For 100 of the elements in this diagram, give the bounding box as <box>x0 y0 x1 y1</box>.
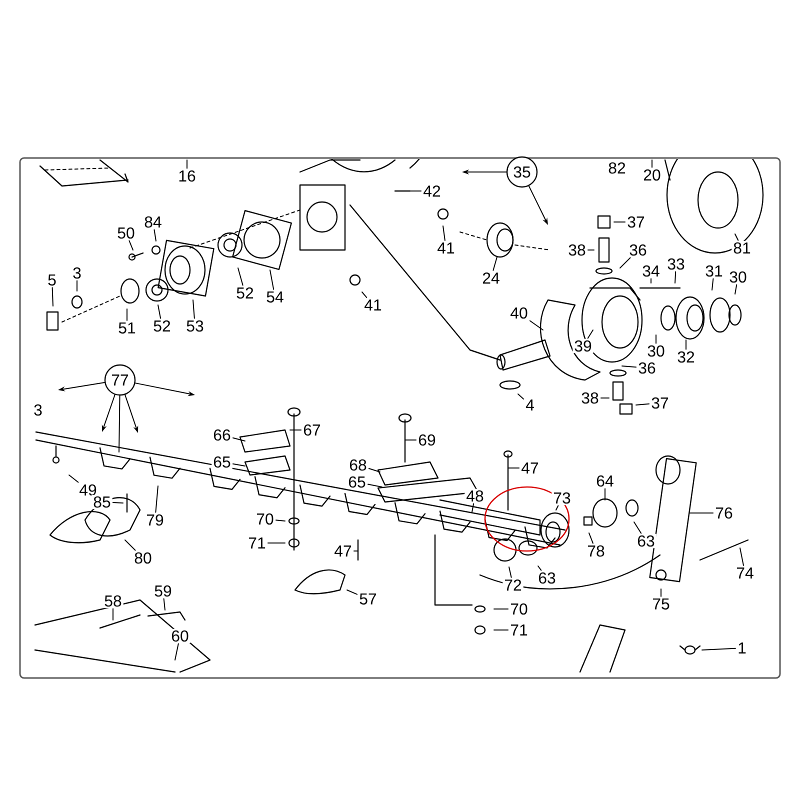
leader-line <box>346 590 358 595</box>
callout-number: 81 <box>732 240 752 256</box>
callout-number: 32 <box>676 350 696 364</box>
callout-number: 41 <box>362 298 384 312</box>
leader-line <box>620 257 631 268</box>
leader-line <box>186 160 188 169</box>
callout-number: 53 <box>184 318 206 334</box>
callout-number: 70 <box>254 512 276 526</box>
callout-number: 41 <box>436 241 456 255</box>
callout-number: 59 <box>152 584 174 598</box>
callout-number: 51 <box>116 320 138 336</box>
leader-line <box>128 240 134 250</box>
leader-line <box>124 540 136 551</box>
leader-line <box>163 598 166 610</box>
callout-number: 70 <box>508 602 530 616</box>
callout-number: 72 <box>502 578 524 592</box>
callout-number: 52 <box>152 318 172 334</box>
leader-line <box>587 330 594 339</box>
leader-line <box>529 320 544 330</box>
leader-line <box>734 234 739 241</box>
callout-number: 74 <box>734 566 756 580</box>
callout-number: 1 <box>736 641 748 655</box>
callout-number: 85 <box>92 494 112 510</box>
callout-number: 64 <box>594 474 616 488</box>
leader-line <box>52 287 54 306</box>
callout-number: 78 <box>586 544 606 558</box>
leader-line <box>702 648 736 650</box>
callout-number: 76 <box>714 506 734 520</box>
leader-line <box>690 512 714 514</box>
callout-number: 37 <box>626 214 646 230</box>
callout-number: 38 <box>580 390 600 406</box>
callout-number: 3 <box>32 402 44 418</box>
callout-number: 52 <box>234 286 256 300</box>
leader-line <box>622 366 637 368</box>
callout-number: 40 <box>508 306 530 320</box>
leader-line <box>674 271 676 284</box>
callout-number: 79 <box>144 512 166 528</box>
callout-number: 30 <box>728 270 748 284</box>
leader-line <box>238 268 244 286</box>
leader-line <box>158 304 162 319</box>
callout-number: 5 <box>46 272 58 288</box>
leader-line <box>410 190 422 192</box>
callout-number: 58 <box>102 594 124 608</box>
callout-number: 63 <box>636 534 656 548</box>
leader-line <box>556 505 559 510</box>
leader-line <box>494 608 509 610</box>
leader-line <box>362 292 368 298</box>
callout-number: 84 <box>142 214 164 230</box>
callout-number: 24 <box>480 270 502 286</box>
callout-number: 37 <box>650 396 670 410</box>
leader-line <box>367 484 382 488</box>
leader-line <box>472 503 474 512</box>
callout-number: 4 <box>524 398 536 412</box>
leader-line <box>353 550 358 552</box>
callout-number: 36 <box>628 242 648 258</box>
callout-number: 57 <box>358 592 378 606</box>
leader-line <box>267 542 286 544</box>
callout-number: 47 <box>520 461 540 475</box>
leader-line <box>76 280 78 292</box>
callout-number: 16 <box>176 168 198 184</box>
leader-line <box>604 488 606 500</box>
callout-number: 3 <box>71 266 83 280</box>
leader-line <box>192 300 195 319</box>
leader-line <box>270 270 274 290</box>
leader-line <box>112 502 124 504</box>
leader-line <box>118 395 120 452</box>
leader-line <box>275 520 286 522</box>
leader-line <box>155 486 158 513</box>
leader-line <box>734 284 738 294</box>
callout-number: 50 <box>116 226 136 240</box>
callout-number: 20 <box>642 168 662 182</box>
callout-number: 65 <box>346 474 368 490</box>
callout-number: 49 <box>78 482 98 498</box>
leader-line <box>650 278 652 284</box>
callout-number: 63 <box>536 570 558 586</box>
callout-number: 30 <box>646 344 666 358</box>
callout-number: 71 <box>508 623 530 637</box>
leader-line <box>660 588 662 597</box>
callout-number: 73 <box>552 490 572 506</box>
callout-number: 69 <box>416 432 438 448</box>
leader-line <box>154 229 156 242</box>
leader-line <box>232 437 246 442</box>
leader-line <box>126 308 128 321</box>
leader-line <box>112 608 114 620</box>
callout-number: 71 <box>246 536 268 550</box>
callout-number: 65 <box>212 454 232 470</box>
leader-line <box>712 278 714 290</box>
callout-number: 60 <box>170 628 190 644</box>
callout-number: 75 <box>650 596 672 612</box>
leader-line <box>232 463 246 466</box>
callout-number: 80 <box>132 550 154 566</box>
leader-line <box>740 548 744 566</box>
leader-line <box>368 468 380 472</box>
leader-line <box>538 566 542 571</box>
callout-number: 34 <box>640 264 662 278</box>
callout-number: 42 <box>422 184 442 198</box>
leader-line <box>508 566 512 578</box>
leader-line <box>518 394 524 400</box>
leader-line <box>634 522 642 534</box>
callout-number: 36 <box>636 360 658 376</box>
